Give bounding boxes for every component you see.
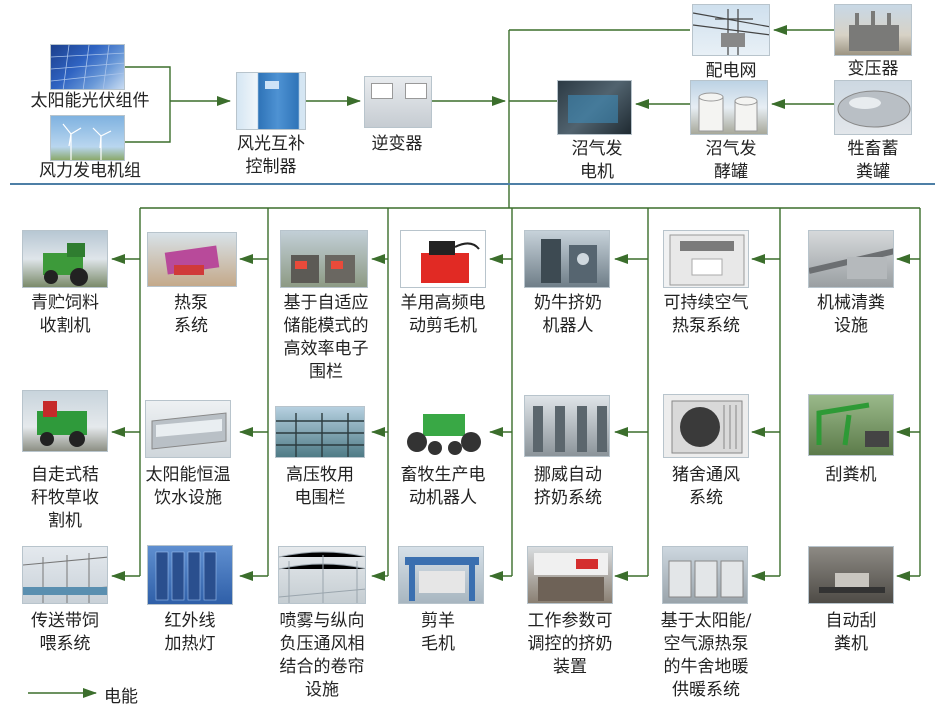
solar-to-bracket [125, 66, 171, 143]
milking-robot-image [524, 230, 610, 288]
solar-water-trough-label: 太阳能恒温 饮水设施 [145, 465, 231, 508]
infrared-lamp-image [147, 545, 233, 605]
auto-scraper-label: 自动刮 粪机 [825, 611, 877, 654]
norway-milking-image [524, 395, 610, 457]
livestock-robot-label: 畜牧生产电 动机器人 [400, 465, 486, 508]
transformer-image [834, 4, 912, 56]
controller-cabinet-image [236, 72, 306, 130]
infrared-lamp-label: 红外线 加热灯 [164, 611, 216, 654]
conveyor-feeding-image [22, 546, 108, 604]
manure-scraper-label: 刮粪机 [825, 465, 877, 485]
heat-pump-image [147, 232, 237, 287]
pig-ventilation-label: 猪舍通风 系统 [672, 465, 740, 508]
high-voltage-fence-image [275, 406, 365, 458]
self-propelled-harvester-label: 自走式秸 秆牧草收 割机 [31, 465, 99, 531]
adaptive-fence-image [280, 230, 368, 288]
curtain-ventilation-label: 喷雾与纵向 负压通风相 结合的卷帘 设施 [279, 611, 365, 700]
manure-tank-image [834, 80, 912, 135]
floor-heating-label: 基于太阳能/ 空气源热泵 的牛舍地暖 供暖系统 [660, 611, 752, 700]
solar-panel-image [50, 44, 125, 90]
biogas-tank-label: 沼气发 酵罐 [705, 139, 757, 182]
air-heat-pump-label: 可持续空气 热泵系统 [663, 293, 749, 336]
floor-heating-image [662, 546, 748, 604]
wind-turbine-image [50, 115, 125, 161]
norway-milking-label: 挪威自动 挤奶系统 [534, 465, 602, 508]
adjustable-milking-image [527, 546, 613, 604]
electric-shearer-label: 羊用高频电 动剪毛机 [400, 293, 486, 336]
milking-robot-label: 奶牛挤奶 机器人 [534, 293, 602, 336]
solar-pv-label: 太阳能光伏组件 [30, 91, 150, 111]
power-grid-image [692, 4, 770, 56]
biogas-gen-label: 沼气发 电机 [571, 139, 623, 182]
curtain-ventilation-image [278, 546, 366, 604]
livestock-robot-image [400, 395, 486, 459]
conveyor-feeding-label: 传送带饲 喂系统 [31, 611, 99, 654]
inverter-label: 逆变器 [371, 134, 423, 154]
adjustable-milking-label: 工作参数可 调控的挤奶 装置 [527, 611, 613, 677]
manure-scraper-image [808, 394, 894, 456]
controller-label: 风光互补 控制器 [237, 134, 305, 177]
silage-harvester-label: 青贮饲料 收割机 [31, 293, 99, 336]
adaptive-fence-label: 基于自适应 储能模式的 高效率电子 围栏 [283, 293, 369, 382]
electric-shearer-image [400, 230, 486, 288]
heat-pump-label: 热泵 系统 [174, 293, 208, 336]
auto-scraper-image [808, 546, 894, 604]
mechanical-cleaning-image [808, 230, 894, 288]
sheep-shearing-machine-label: 剪羊 毛机 [421, 611, 455, 654]
silage-harvester-image [22, 230, 108, 288]
wind-gen-label: 风力发电机组 [39, 161, 141, 181]
pig-ventilation-image [663, 394, 749, 458]
legend-label: 电能 [104, 687, 138, 707]
inverter-image [364, 76, 432, 128]
mechanical-cleaning-label: 机械清粪 设施 [817, 293, 885, 336]
biogas-generator-image [557, 80, 632, 135]
grid-label: 配电网 [705, 61, 757, 81]
manure-tank-label: 牲畜蓄 粪罐 [847, 139, 899, 182]
high-voltage-fence-label: 高压牧用 电围栏 [286, 465, 354, 508]
sheep-shearing-machine-image [398, 546, 484, 604]
self-propelled-harvester-image [22, 390, 108, 452]
air-heat-pump-image [663, 230, 749, 288]
solar-water-trough-image [145, 400, 231, 458]
transformer-label: 变压器 [847, 59, 899, 79]
biogas-tank-image [690, 80, 768, 135]
